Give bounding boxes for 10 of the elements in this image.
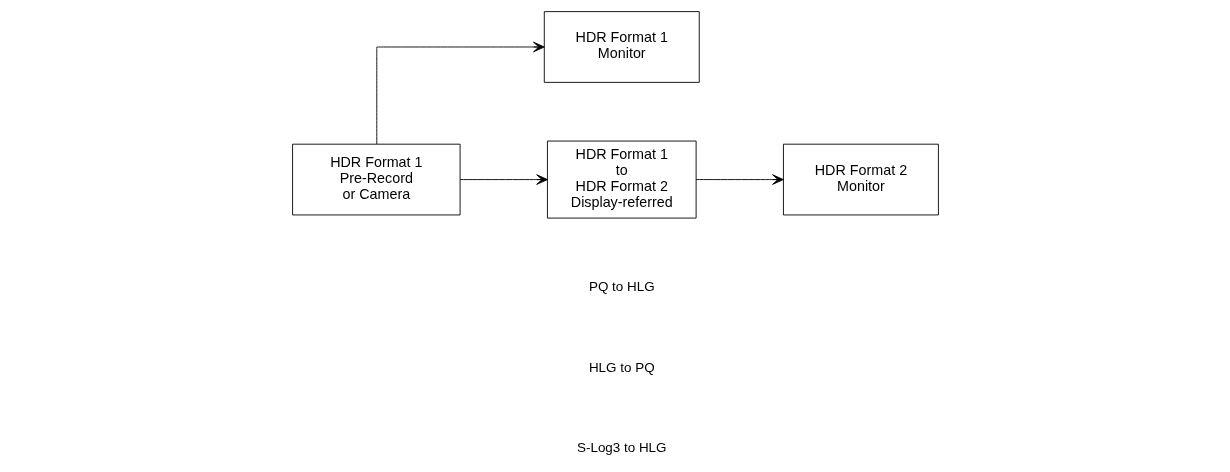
arrow xyxy=(695,174,784,185)
arrow xyxy=(459,174,548,185)
node-box: HDR Format 2 Monitor xyxy=(782,143,939,216)
node-box: HDR Format 1 to HDR Format 2 Display-referred xyxy=(546,140,697,219)
node-box: HDR Format 1 Pre-Record or Camera xyxy=(291,143,461,216)
label: PQ to HLG xyxy=(588,279,655,295)
node-box: HDR Format 1 Monitor xyxy=(543,11,700,83)
label: S-Log3 to HLG xyxy=(576,440,667,456)
label: HLG to PQ xyxy=(588,359,655,375)
arrow xyxy=(375,41,545,145)
